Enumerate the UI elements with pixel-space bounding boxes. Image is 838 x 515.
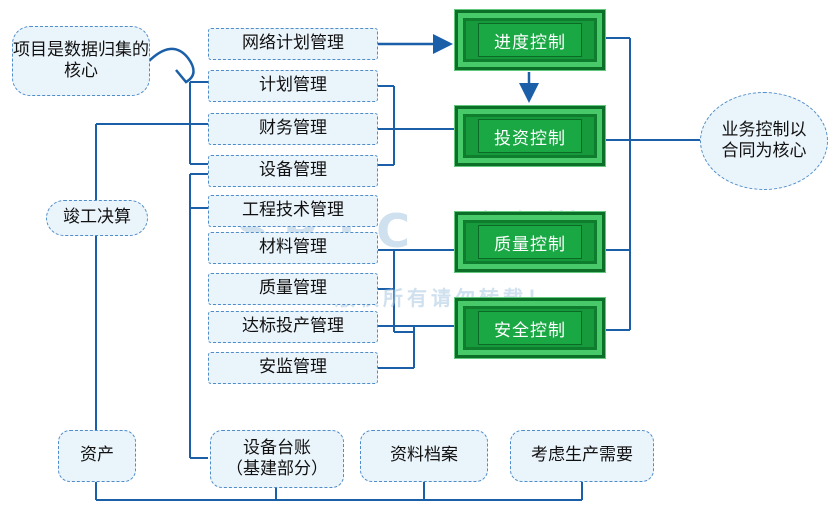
assets-box: 资产 <box>58 430 136 482</box>
control-progress: 进度控制 <box>455 10 605 70</box>
control-safety-label: 安全控制 <box>478 311 582 345</box>
core-project-bubble: 项目是数据归集的核心 <box>12 26 150 96</box>
bubble-curve-arrow <box>147 47 195 84</box>
mgmt-materials: 材料管理 <box>208 232 378 264</box>
control-progress-label: 进度控制 <box>478 23 582 57</box>
mgmt-engineering-tech: 工程技术管理 <box>208 195 378 227</box>
mgmt-equipment: 设备管理 <box>208 155 378 187</box>
mgmt-network-plan: 网络计划管理 <box>208 28 378 60</box>
mgmt-plan: 计划管理 <box>208 70 378 102</box>
control-investment: 投资控制 <box>455 106 605 166</box>
equipment-ledger-line2: （基建部分） <box>226 459 328 479</box>
control-quality: 质量控制 <box>455 212 605 272</box>
archives-box: 资料档案 <box>360 430 488 482</box>
production-needs-box: 考虑生产需要 <box>510 430 654 482</box>
equipment-ledger-line1: 设备台账 <box>243 437 311 458</box>
control-safety: 安全控制 <box>455 298 605 358</box>
final-accounts-bubble: 竣工决算 <box>46 200 148 236</box>
core-business-circle: 业务控制以合同为核心 <box>700 92 828 190</box>
control-investment-label: 投资控制 <box>478 119 582 153</box>
control-quality-label: 质量控制 <box>478 225 582 259</box>
equipment-ledger-box: 设备台账 （基建部分） <box>210 430 344 488</box>
mgmt-safety-supervision: 安监管理 <box>208 352 378 384</box>
mgmt-finance: 财务管理 <box>208 113 378 145</box>
mgmt-commissioning: 达标投产管理 <box>208 311 378 343</box>
mgmt-quality: 质量管理 <box>208 273 378 305</box>
